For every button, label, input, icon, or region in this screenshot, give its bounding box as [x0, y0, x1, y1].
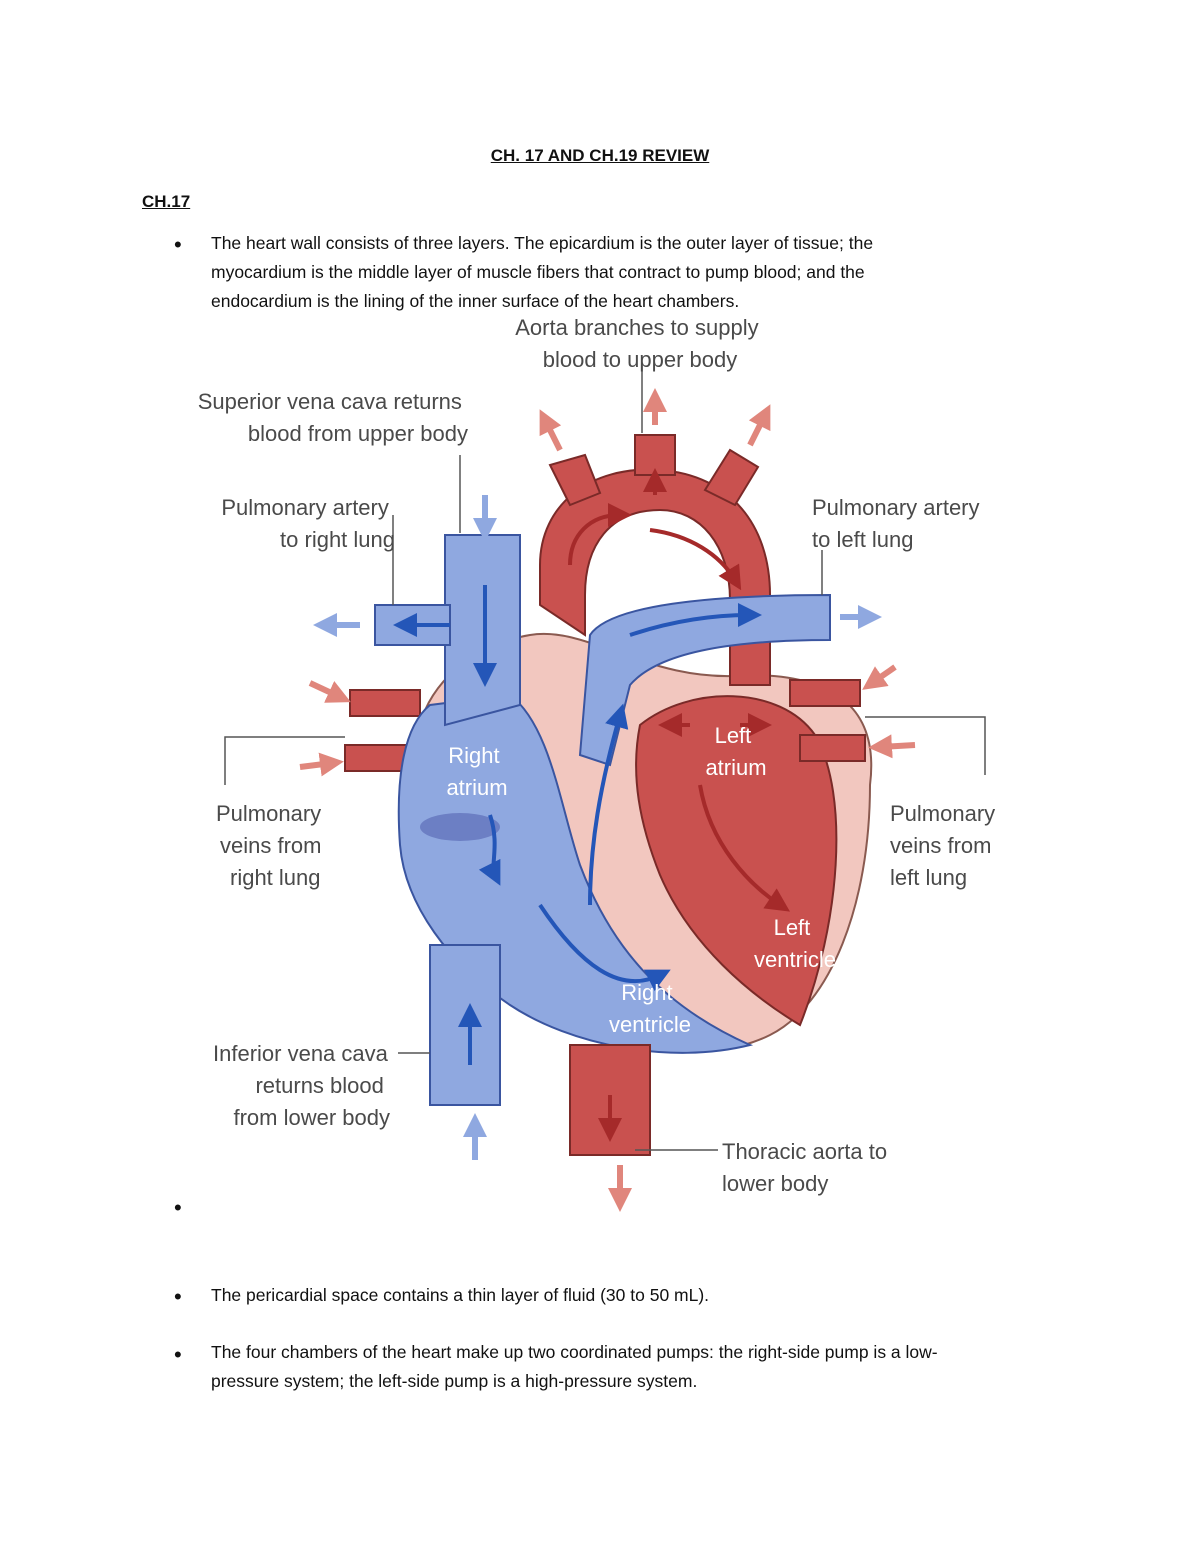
flow-arrow-blue [588, 703, 629, 906]
label-right-ventricle: Right ventricle [609, 980, 691, 1037]
leader-lines [224, 365, 986, 1151]
aorta-branch [634, 434, 676, 476]
label-left-atrium: Left atrium [705, 723, 766, 780]
section-heading-ch17: CH.17 [142, 192, 191, 211]
label-pulmonary-artery-right: Pulmonary artery to right lung [221, 495, 395, 552]
flow-arrow-blue [629, 603, 762, 637]
superior-vena-cava [444, 534, 521, 727]
flow-arrow-blue [538, 903, 671, 992]
external-arrow-red [308, 680, 351, 703]
aorta-branch [703, 448, 760, 507]
bullet-text-four-chambers: The four chambers of the heart make up t… [211, 1338, 938, 1396]
label-aorta-branches: Aorta branches to supply blood to upper … [515, 315, 765, 372]
pulmonary-trunk [578, 593, 831, 767]
left-heart-chambers [635, 695, 838, 1027]
pulmonary-vein-right-upper [349, 689, 421, 717]
bullet-line: The heart wall consists of three layers.… [211, 233, 874, 253]
bullet-text-pericardial-space: The pericardial space contains a thin la… [211, 1281, 709, 1310]
label-thoracic-aorta: Thoracic aorta to lower body [722, 1139, 893, 1196]
bullet-line: myocardium is the middle layer of muscle… [211, 262, 865, 282]
label-pulmonary-veins-left: Pulmonary veins from left lung [890, 801, 1001, 890]
external-arrow-red [299, 752, 344, 777]
bullet-marker: • [174, 232, 182, 257]
inferior-vena-cava [429, 944, 501, 1106]
label-left-ventricle: Left ventricle [754, 915, 836, 972]
external-arrow-red [868, 734, 916, 759]
bullet-line: endocardium is the lining of the inner s… [211, 291, 740, 311]
label-inferior-vena-cava: Inferior vena cava returns blood from lo… [213, 1041, 394, 1130]
heart-diagram: Aorta branches to supply blood to upper … [198, 315, 1001, 1212]
external-arrow-red [862, 664, 897, 690]
bullet-marker: • [174, 1195, 182, 1220]
flow-arrow-blue [478, 814, 501, 886]
flow-arrow-red [649, 528, 742, 591]
document-title: CH. 17 AND CH.19 REVIEW [490, 146, 710, 165]
label-pulmonary-veins-right: Pulmonary veins from right lung [216, 801, 328, 890]
bullet-line: pressure system; the left-side pump is a… [211, 1371, 698, 1391]
external-arrow-red [539, 409, 563, 452]
bullet-line: The four chambers of the heart make up t… [211, 1342, 938, 1362]
bullet-marker: • [174, 1342, 182, 1367]
pulmonary-vein-left-upper [789, 679, 861, 707]
aorta-branch [548, 453, 602, 507]
label-superior-vena-cava: Superior vena cava returns blood from up… [198, 389, 468, 446]
flow-arrow-red [698, 784, 790, 912]
bullet-text-heart-wall: The heart wall consists of three layers.… [211, 229, 873, 316]
label-pulmonary-artery-left: Pulmonary artery to left lung [812, 495, 986, 552]
pulmonary-vein-left-lower [799, 734, 866, 762]
valve-opening [420, 813, 500, 841]
label-right-atrium: Right atrium [446, 743, 507, 800]
flow-arrow-red [568, 503, 632, 566]
bullet-line: The pericardial space contains a thin la… [211, 1285, 710, 1305]
bullet-marker: • [174, 1284, 182, 1309]
external-arrow-red [747, 404, 771, 447]
